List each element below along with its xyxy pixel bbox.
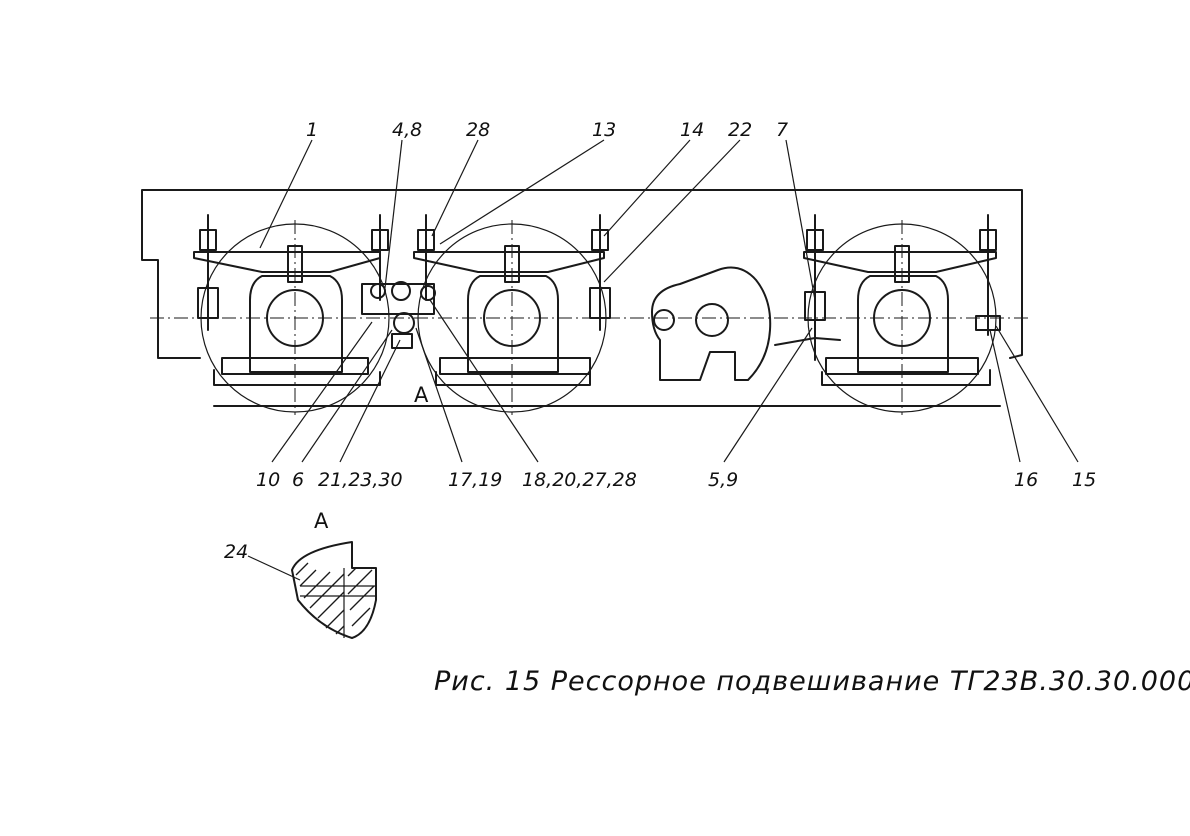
spring-hangers — [197, 214, 1001, 361]
callout-28: 28 — [466, 119, 490, 141]
view-marker-a: A — [414, 383, 429, 407]
callout-14: 14 — [680, 119, 704, 141]
axle-box-3 — [825, 275, 979, 375]
axle-boxes — [221, 275, 979, 375]
axle-box-1 — [221, 275, 369, 375]
callouts-top: 1 4,8 28 13 14 22 7 — [306, 119, 788, 141]
callout-17-19: 17,19 — [448, 469, 502, 491]
axle-box-2 — [439, 275, 591, 375]
callout-7: 7 — [776, 119, 788, 141]
detail-title: A — [314, 509, 329, 533]
callout-13: 13 — [592, 119, 616, 141]
callout-15: 15 — [1072, 469, 1096, 491]
callouts-bottom: 10 6 21,23,30 17,19 18,20,27,28 5,9 16 1… — [256, 469, 1096, 491]
detail-part-label-24: 24 — [224, 541, 248, 563]
callout-5-9: 5,9 — [708, 469, 738, 491]
callout-6: 6 — [292, 469, 304, 491]
callout-10: 10 — [256, 469, 280, 491]
leaf-springs — [193, 245, 997, 283]
callout-18-20-27-28: 18,20,27,28 — [522, 469, 637, 491]
callout-22: 22 — [728, 119, 752, 141]
central-bracket — [651, 266, 841, 381]
detail-view-a: A 24 — [224, 509, 377, 639]
callout-16: 16 — [1014, 469, 1038, 491]
leaf-spring-3 — [803, 251, 997, 273]
leader-lines — [259, 139, 1079, 463]
callout-21-23-30: 21,23,30 — [318, 469, 403, 491]
balancer-assembly — [361, 281, 436, 349]
figure-caption: Рис. 15 Рессорное подвешивание ТГ23В.30.… — [434, 666, 1190, 697]
callout-4-8: 4,8 — [392, 119, 422, 141]
callout-1: 1 — [306, 119, 318, 141]
leaf-spring-2 — [413, 251, 605, 273]
